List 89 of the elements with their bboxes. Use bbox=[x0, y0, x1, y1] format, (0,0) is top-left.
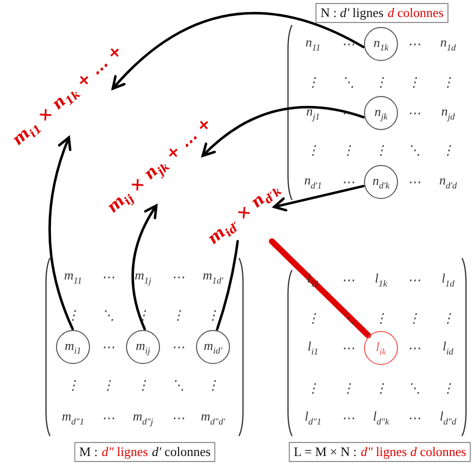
matrix-entry: ⋯ bbox=[172, 412, 184, 424]
matrix-entry: ⋮ bbox=[442, 312, 454, 324]
matrix-entry: ⋯ bbox=[408, 274, 420, 286]
matrix-entry: n$_{d′1}$ bbox=[304, 174, 322, 190]
thick-line bbox=[268, 238, 372, 338]
matrix-entry: m$_{11}$ bbox=[64, 268, 82, 286]
matrix-entry: ⋮ bbox=[408, 76, 420, 88]
matrix-entry: l$_{11}$ bbox=[306, 272, 320, 288]
matrix-entry: ⋯ bbox=[342, 342, 354, 354]
matrix-entry: ⋮ bbox=[374, 76, 388, 88]
matrix-entry: l$_{d″1}$ bbox=[304, 410, 322, 426]
arrow bbox=[131, 204, 158, 330]
matrix-entry: l$_{id}$ bbox=[442, 340, 454, 356]
circled-entry: m$_{i1}$ bbox=[56, 330, 90, 364]
circled-entry: l$_{ik}$ bbox=[364, 331, 398, 365]
arrow bbox=[202, 106, 365, 157]
matrix-entry: n$_{jd}$ bbox=[441, 104, 455, 122]
caption-text: d′ colonnes bbox=[152, 444, 211, 460]
caption-text: N : d′ lignes bbox=[320, 5, 384, 21]
matrix-entry: ⋮ bbox=[306, 76, 320, 88]
matrix-entry: ⋮ bbox=[136, 378, 150, 392]
matrix-entry: ⋮ bbox=[374, 144, 388, 156]
arrow bbox=[48, 136, 74, 330]
matrix-entry: ⋮ bbox=[408, 312, 420, 324]
matrix-entry: ⋯ bbox=[342, 176, 354, 188]
matrix-entry: ⋯ bbox=[102, 270, 114, 284]
matrix-entry: m$_{1j}$ bbox=[134, 268, 152, 286]
matrix-entry: ⋱ bbox=[408, 382, 420, 394]
matrix-entry: ⋮ bbox=[66, 308, 80, 322]
matrix-entry: m$_{d″d′}$ bbox=[200, 410, 226, 426]
matrix-entry: l$_{d″k}$ bbox=[373, 410, 389, 426]
arrow bbox=[273, 184, 365, 212]
caption-text: d″ lignes d colonnes bbox=[360, 444, 466, 460]
matrix-entry: ⋮ bbox=[136, 308, 150, 322]
caption-text: d″ lignes bbox=[102, 444, 148, 460]
matrix-entry: ⋮ bbox=[206, 308, 220, 322]
matrix-entry: ⋯ bbox=[342, 274, 354, 286]
caption-frame bbox=[74, 442, 216, 462]
matrix-entry: ⋯ bbox=[408, 342, 420, 354]
matrix-entry: ⋮ bbox=[442, 144, 454, 156]
matrix-entry: ⋱ bbox=[342, 76, 354, 88]
circled-entry: m$_{ij}$ bbox=[126, 330, 160, 364]
matrix-entry: ⋯ bbox=[408, 106, 420, 120]
matrix-entry: ⋯ bbox=[102, 412, 114, 424]
matrix-entry: ⋯ bbox=[172, 270, 184, 284]
matrix-entry: ⋮ bbox=[306, 382, 320, 394]
caption-text: M : bbox=[79, 444, 98, 460]
circled-entry: n$_{1k}$ bbox=[364, 27, 398, 61]
matrix-entry: n$_{j1}$ bbox=[306, 104, 320, 122]
matrix-entry: ⋱ bbox=[408, 144, 420, 156]
matrix-entry: ⋮ bbox=[442, 76, 454, 88]
matrix-entry: l$_{i1}$ bbox=[308, 340, 318, 356]
circled-entry: n$_{d′k}$ bbox=[364, 165, 398, 199]
matrix-entry: ⋯ bbox=[102, 340, 114, 354]
matrix-entry: ⋮ bbox=[306, 144, 320, 156]
matrix-entry: ⋯ bbox=[172, 340, 184, 354]
arrow bbox=[112, 12, 364, 90]
matrix-entry: ⋮ bbox=[172, 308, 184, 322]
matrix-entry: l$_{d″d}$ bbox=[440, 410, 456, 426]
matrix-entry: n$_{d′d}$ bbox=[439, 174, 457, 190]
matrix-entry: ⋮ bbox=[206, 378, 220, 392]
matrix-entry: ⋮ bbox=[342, 144, 354, 156]
matrix-entry: ⋯ bbox=[408, 38, 420, 50]
matrix-entry: ⋮ bbox=[442, 382, 454, 394]
matrix-entry: n$_{11}$ bbox=[306, 36, 320, 52]
matrix-entry: ⋯ bbox=[342, 38, 354, 50]
matrix-entry: ⋮ bbox=[306, 312, 320, 324]
matrix-entry: ⋮ bbox=[102, 378, 114, 392]
caption-frame bbox=[315, 3, 449, 23]
matrix-entry: m$_{d″1}$ bbox=[62, 410, 84, 426]
matrix-entry: ⋱ bbox=[172, 378, 184, 392]
matrix-entry: ⋮ bbox=[66, 378, 80, 392]
matrix-entry: ⋮ bbox=[374, 312, 388, 324]
circled-entry: n$_{jk}$ bbox=[364, 96, 398, 130]
circled-entry: m$_{id′}$ bbox=[196, 330, 230, 364]
matrix-entry: ⋯ bbox=[408, 176, 420, 188]
matrix-entry: l$_{1k}$ bbox=[374, 272, 388, 288]
matrix-entry: ⋱ bbox=[102, 308, 114, 322]
caption-text: d colonnes bbox=[388, 5, 444, 21]
matrix-entry: ⋯ bbox=[408, 412, 420, 424]
matrix-entry: m$_{d″j}$ bbox=[132, 410, 154, 426]
matrix-entry: ⋮ bbox=[374, 382, 388, 394]
matrix-entry: l$_{1d}$ bbox=[442, 272, 454, 288]
matrix-entry: n$_{1d}$ bbox=[440, 36, 456, 52]
matrix-entry: m$_{1d′}$ bbox=[202, 268, 224, 286]
caption-frame bbox=[288, 442, 472, 462]
matrix-entry: ⋮ bbox=[342, 382, 354, 394]
caption-text: L = M × N : bbox=[294, 444, 357, 460]
matrix-entry: ⋯ bbox=[342, 412, 354, 424]
